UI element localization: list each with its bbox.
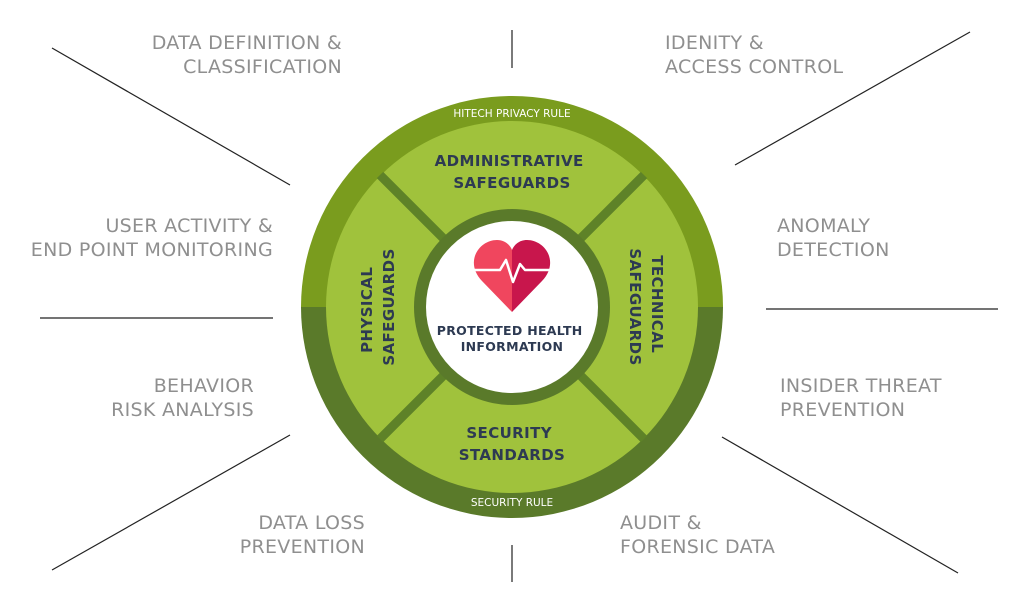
segment-administrative: ADMINISTRATIVE SAFEGUARDS: [435, 152, 590, 192]
connector-line: [51, 47, 291, 186]
label-insider-threat: INSIDER THREAT PREVENTION: [780, 375, 942, 421]
segment-physical-line1: PHYSICAL: [358, 267, 376, 353]
center-label-line2: INFORMATION: [461, 339, 564, 354]
segment-divider: [376, 372, 447, 443]
label-anomaly-detection: ANOMALY DETECTION: [777, 215, 890, 261]
label-behavior-risk: BEHAVIOR RISK ANALYSIS: [111, 375, 254, 421]
label-user-activity: USER ACTIVITY & END POINT MONITORING: [30, 215, 273, 261]
center-label: PROTECTED HEALTH INFORMATION: [437, 323, 587, 354]
heart-pulse-icon: [472, 240, 552, 312]
label-data-loss: DATA LOSS PREVENTION: [239, 512, 365, 558]
center-label-line1: PROTECTED HEALTH: [437, 323, 583, 338]
segment-physical: PHYSICAL SAFEGUARDS: [358, 248, 398, 365]
segment-divider: [376, 171, 447, 242]
ring-bottom-label: SECURITY RULE: [471, 497, 553, 509]
label-data-definition: DATA DEFINITION & CLASSIFICATION: [151, 32, 342, 78]
connector-line: [721, 436, 959, 574]
segment-divider: [577, 171, 648, 242]
segment-technical-line1: TECHNICAL: [648, 255, 666, 353]
ring-top-label: HITECH PRIVACY RULE: [453, 108, 570, 120]
segment-administrative-line2: SAFEGUARDS: [453, 174, 570, 192]
segment-security-line1: SECURITY: [466, 424, 552, 442]
label-identity-access: IDENITY & ACCESS CONTROL: [665, 32, 844, 78]
segment-technical-line2: SAFEGUARDS: [626, 248, 644, 365]
segment-technical: TECHNICAL SAFEGUARDS: [626, 248, 666, 365]
segment-security: SECURITY STANDARDS: [459, 424, 566, 464]
segment-divider: [577, 372, 648, 443]
label-audit-forensic: AUDIT & FORENSIC DATA: [620, 512, 776, 558]
segment-security-line2: STANDARDS: [459, 446, 566, 464]
segment-physical-line2: SAFEGUARDS: [380, 248, 398, 365]
connector-line: [51, 434, 291, 571]
segment-administrative-line1: ADMINISTRATIVE: [435, 152, 584, 170]
connector-line: [734, 31, 971, 166]
